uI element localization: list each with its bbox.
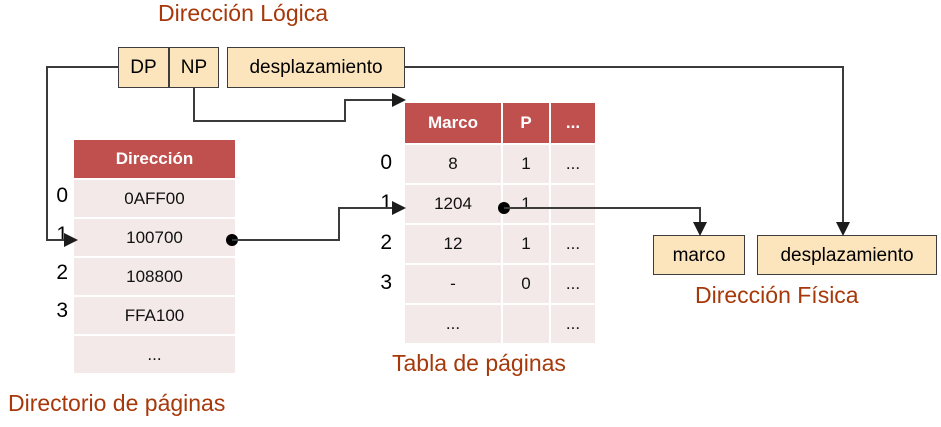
page-row-label-2: 2 <box>380 231 392 254</box>
directory-table-header: Dirección <box>74 140 235 178</box>
page-cell-marco: - <box>405 265 503 303</box>
page-cell-p: 1 <box>503 225 551 263</box>
directory-row-label-1: 1 <box>56 223 68 246</box>
page-col-marco: Marco <box>405 103 503 143</box>
logical-address-title: Dirección Lógica <box>158 0 329 26</box>
page-cell-p: 1 <box>503 185 551 223</box>
directory-cell-direccion: 100700 <box>126 227 183 247</box>
directory-cell-direccion: 0AFF00 <box>124 188 185 208</box>
page-col-ellipsis: ... <box>565 113 581 132</box>
pagetable-caption: Tabla de páginas <box>392 350 566 376</box>
wire-np-to-pagetable <box>193 88 392 122</box>
arrowhead-directory-to-pagetable-row <box>392 201 406 215</box>
page-cell-ellipsis: ... <box>565 154 581 173</box>
directory-cell-direccion: 108800 <box>126 266 183 286</box>
page-row-label-3: 3 <box>380 271 392 294</box>
logical-field-np[interactable]: NP <box>169 47 219 88</box>
page-cell-marco: 1204 <box>405 185 503 223</box>
table-row[interactable]: 100700 <box>74 219 235 256</box>
page-cell-p: 0 <box>503 265 551 303</box>
directory-table: Dirección 0AFF00 100700 108800 FFA100 ..… <box>74 140 235 373</box>
table-row[interactable]: 1204 1 ... <box>405 185 595 223</box>
page-cell-marco: 8 <box>405 145 503 183</box>
directory-row-label-0: 0 <box>56 184 68 207</box>
table-row[interactable]: ... ... <box>405 305 595 343</box>
page-table: Marco P ... 8 1 ... 1204 1 ... 12 1 ... … <box>405 103 595 343</box>
table-row[interactable]: 8 1 ... <box>405 145 595 183</box>
table-row[interactable]: FFA100 <box>74 297 235 334</box>
page-col-p: P <box>503 103 551 143</box>
directory-cell-direccion: FFA100 <box>124 305 185 325</box>
arrowhead-marco-to-physical <box>693 222 707 236</box>
logical-field-dp[interactable]: DP <box>118 47 169 88</box>
logical-field-desplazamiento[interactable]: desplazamiento <box>227 47 405 88</box>
page-cell-p <box>503 305 551 343</box>
page-cell-marco: ... <box>405 305 503 343</box>
page-cell-ellipsis: ... <box>565 234 581 253</box>
directory-row-label-2: 2 <box>56 261 68 284</box>
table-row[interactable]: - 0 ... <box>405 265 595 303</box>
page-row-label-0: 0 <box>380 151 392 174</box>
table-row[interactable]: 0AFF00 <box>74 180 235 217</box>
physical-address-title: Dirección Física <box>695 282 859 308</box>
table-row[interactable]: 108800 <box>74 258 235 295</box>
page-cell-ellipsis: ... <box>565 274 581 293</box>
page-table-header: Marco P ... <box>405 103 595 143</box>
directory-row-label-3: 3 <box>56 299 68 322</box>
page-cell-p: 1 <box>503 145 551 183</box>
page-row-label-1: 1 <box>380 191 392 214</box>
page-cell-marco: 12 <box>405 225 503 263</box>
physical-field-desplazamiento[interactable]: desplazamiento <box>757 235 937 275</box>
table-row[interactable]: ... <box>74 336 235 373</box>
arrowhead-np-to-pagetable <box>392 93 406 107</box>
directory-col-direccion: Dirección <box>115 149 194 168</box>
page-cell-ellipsis: ... <box>565 194 581 213</box>
directory-cell-direccion: ... <box>147 344 162 364</box>
page-cell-ellipsis: ... <box>565 314 581 333</box>
arrowhead-desplazamiento-to-physical <box>836 222 850 236</box>
physical-field-marco[interactable]: marco <box>653 235 745 275</box>
table-row[interactable]: 12 1 ... <box>405 225 595 263</box>
directory-caption: Directorio de páginas <box>8 390 226 416</box>
